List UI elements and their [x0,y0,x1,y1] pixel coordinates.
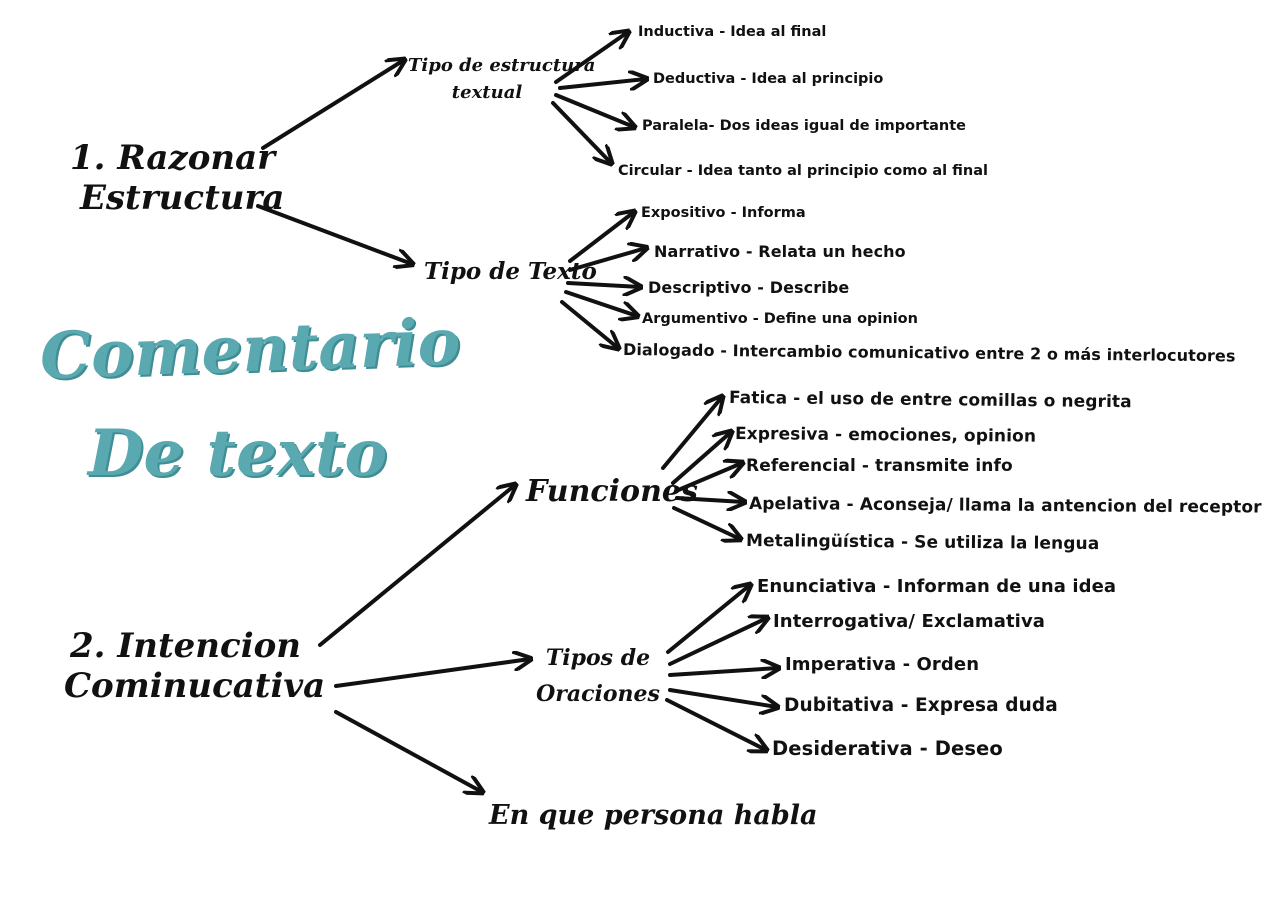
arrow-to-narrativo [568,248,646,272]
arrow-intencion-to-oraciones [334,659,530,688]
arrow-to-referencial [674,463,742,493]
leaf-referencial: Referencial - transmite info [746,456,1013,476]
root-razonar-line1: 1. Razonar [70,138,276,178]
arrow-to-argumentivo [564,290,637,316]
leaf-expresiva: Expresiva - emociones, opinion [734,424,1037,447]
arrow-to-apelativa [675,498,744,502]
leaf-imperativa: Imperativa - Orden [785,654,980,675]
leaf-apelativa: Apelativa - Aconseja/ llama la antencion… [748,494,1262,518]
arrow-intencion-to-persona [334,710,482,792]
node-tipo-estructura: Tipo de estructura textual [408,52,596,106]
arrow-to-expresiva [671,432,731,485]
leaf-metalinguistica: Metalingüística - Se utiliza la lengua [745,531,1100,555]
leaf-descriptivo: Descriptivo - Describe [648,278,850,297]
root-intencion-line1: 2. Intencion [70,626,302,666]
leaf-paralela: Paralela- Dos ideas igual de importante [642,118,967,134]
leaf-enunciativa: Enunciativa - Informan de una idea [757,576,1117,597]
node-funciones: Funciones [526,474,698,509]
leaf-desiderativa: Desiderativa - Deseo [772,737,1003,760]
title-line-2: De texto [88,416,388,491]
arrow-to-desiderativa [665,698,766,750]
leaf-interrogativa: Interrogativa/ Exclamativa [773,611,1046,632]
root-intencion: 2. Intencion Cominucativa [64,626,325,706]
node-tipos-oraciones-line1: Tipos de [545,645,651,671]
root-razonar-line2: Estructura [80,178,285,218]
arrow-to-inductiva [554,32,628,84]
arrow-to-paralela [554,93,634,127]
title-line-1: Comentario [38,304,462,395]
leaf-argumentivo: Argumentivo - Define una opinion [642,311,918,327]
leaf-circular: Circular - Idea tanto al principio como … [618,163,988,179]
node-persona: En que persona habla [489,800,818,831]
arrow-to-interrogativa [668,618,767,666]
arrow-intencion-to-funciones [318,485,515,647]
root-intencion-line2: Cominucativa [64,666,326,706]
arrow-to-dialogado [560,300,618,348]
arrow-to-descriptivo [566,283,640,287]
arrow-to-imperativa [668,668,778,675]
arrow-to-deductiva [558,79,646,88]
arrow-to-expositivo [568,212,634,263]
node-tipo-texto: Tipo de Texto [424,258,597,285]
root-razonar: 1. Razonar Estructura [70,138,284,218]
leaf-fatica: Fatica - el uso de entre comillas o negr… [728,388,1132,413]
arrow-to-circular [551,101,611,163]
leaf-inductiva: Inductiva - Idea al final [638,24,827,40]
leaf-dubitativa: Dubitativa - Expresa duda [784,695,1058,716]
node-tipos-oraciones-line2: Oraciones [536,681,660,707]
node-tipos-oraciones: Tipos de Oraciones [536,640,660,712]
arrow-to-dubitativa [668,688,777,707]
arrow-razonar-to-tipo-texto [256,204,412,264]
arrow-razonar-to-estructura [261,60,404,150]
leaf-deductiva: Deductiva - Idea al principio [653,71,884,87]
node-tipo-estructura-line2: textual [451,82,523,103]
arrow-to-enunciativa [666,585,750,654]
arrow-to-fatica [661,397,722,470]
arrow-to-metalinguistica [672,506,740,539]
leaf-expositivo: Expositivo - Informa [641,205,806,221]
leaf-narrativo: Narrativo - Relata un hecho [654,242,906,261]
node-tipo-estructura-line1: Tipo de estructura [408,55,596,76]
